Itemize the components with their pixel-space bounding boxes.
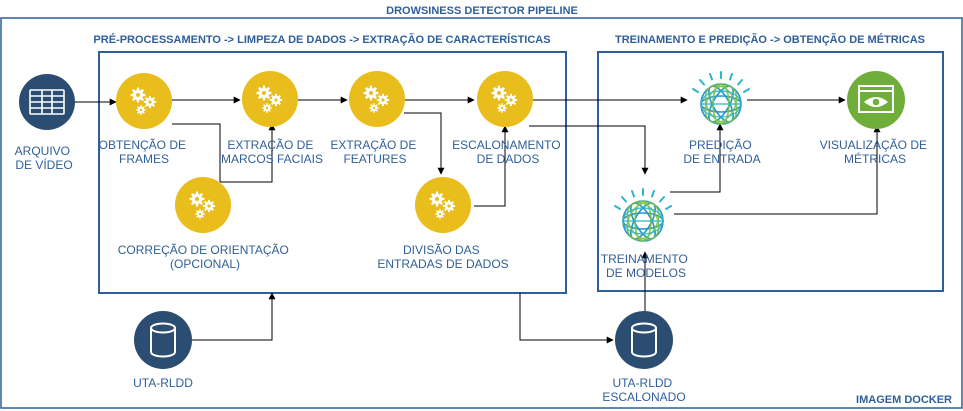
pipeline-title: DROWSINESS DETECTOR PIPELINE [386,5,578,17]
db-raw-label: UTA-RLDD [133,376,193,390]
database-icon [150,322,176,358]
sphere-icon [692,71,750,130]
orientation-node: CORREÇÃO DE ORIENTAÇÃO (OPCIONAL) [118,177,292,271]
preprocessing-group-title: PRÉ-PROCESSAMENTO -> LIMPEZA DE DADOS ->… [93,33,550,46]
training-group [597,51,944,292]
edge-frames-orientation [172,123,221,182]
video-label: ARQUIVO DE VÍDEO [15,144,74,172]
connectors [74,96,881,344]
prediction-node: PREDIÇÃO DE ENTRADA [683,71,761,166]
training-label: TREINAMENTO DE MODELOS [601,252,691,280]
visualization-node: VISUALIZAÇÃO DE MÉTRICAS [820,71,931,166]
edge-scaling-db [519,293,614,344]
edge-split-scaling [474,125,509,207]
prediction-label: PREDIÇÃO DE ENTRADA [683,138,760,166]
video-node: ARQUIVO DE VÍDEO [15,74,75,172]
features-label: EXTRAÇÃO DE FEATURES [330,138,419,166]
features-node: EXTRAÇÃO DE FEATURES [330,71,419,166]
edge-orientation-landmarks [220,123,276,183]
visualization-label: VISUALIZAÇÃO DE MÉTRICAS [820,138,931,166]
training-node: TREINAMENTO DE MODELOS [601,188,691,280]
scaling-node: ESCALONAMENTO DE DADOS [452,71,564,166]
database-icon [631,322,657,358]
frames-label: OBTENÇÃO DE FRAMES [99,138,190,166]
eye-icon [858,85,894,113]
docker-container [0,17,963,409]
split-label: DIVISÃO DAS ENTRADAS DE DADOS [377,243,508,271]
edge-training-prediction [670,123,724,193]
db-scaled-node: UTA-RLDD ESCALONADO [602,311,686,404]
edge-training-visualization [674,125,881,215]
table-icon [29,89,65,115]
edge-features-split [404,112,445,175]
docker-label: IMAGEM DOCKER [856,394,952,406]
frames-node: OBTENÇÃO DE FRAMES [99,73,190,166]
scaling-label: ESCALONAMENTO DE DADOS [452,138,564,166]
edge-db-landmarks [191,292,276,341]
db-scaled-label: UTA-RLDD ESCALONADO [602,376,685,404]
preprocessing-group [98,51,567,294]
training-group-title: TREINAMENTO E PREDIÇÃO -> OBTENÇÃO DE MÉ… [615,33,925,46]
db-raw-node: UTA-RLDD [133,311,193,390]
orientation-label: CORREÇÃO DE ORIENTAÇÃO (OPCIONAL) [118,243,292,271]
split-node: DIVISÃO DAS ENTRADAS DE DADOS [377,177,509,271]
edge-scaling-training [529,125,649,175]
landmarks-node: EXTRAÇÃO DE MARCOS FACIAIS [221,71,323,166]
landmarks-label: EXTRAÇÃO DE MARCOS FACIAIS [221,138,323,166]
sphere-icon [614,188,672,247]
